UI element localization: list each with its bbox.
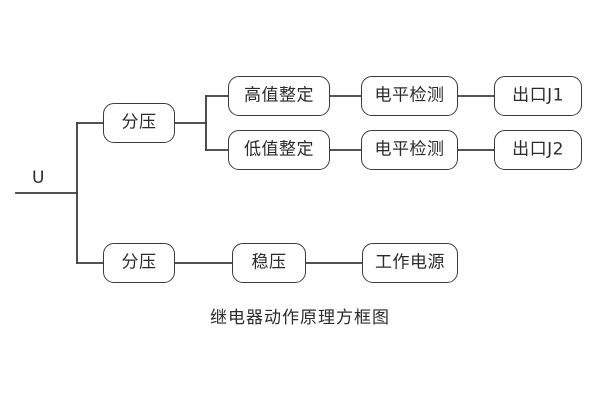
node-high-set[interactable]: 高值整定 <box>228 76 330 116</box>
node-low-set-label: 低值整定 <box>244 139 314 159</box>
node-level-detect-1-label: 电平检测 <box>374 85 445 105</box>
node-divider-top-label: 分压 <box>121 112 157 132</box>
node-output-j2-label: 出口J2 <box>512 139 564 159</box>
node-work-power[interactable]: 工作电源 <box>362 243 458 283</box>
node-work-power-label: 工作电源 <box>375 252 445 272</box>
source-voltage-label: U <box>32 168 45 188</box>
node-output-j2[interactable]: 出口J2 <box>494 130 582 170</box>
node-level-detect-1[interactable]: 电平检测 <box>361 76 458 116</box>
node-low-set[interactable]: 低值整定 <box>228 130 330 170</box>
node-divider-top[interactable]: 分压 <box>103 103 175 143</box>
node-regulator-label: 稳压 <box>251 252 287 272</box>
node-divider-bottom[interactable]: 分压 <box>103 243 175 283</box>
node-high-set-label: 高值整定 <box>244 85 314 105</box>
node-output-j1-label: 出口J1 <box>512 85 564 105</box>
node-level-detect-2-label: 电平检测 <box>374 139 445 159</box>
node-regulator[interactable]: 稳压 <box>232 243 306 283</box>
diagram-caption: 继电器动作原理方框图 <box>210 308 390 328</box>
node-divider-bottom-label: 分压 <box>121 252 157 272</box>
node-level-detect-2[interactable]: 电平检测 <box>361 130 458 170</box>
node-output-j1[interactable]: 出口J1 <box>494 76 582 116</box>
